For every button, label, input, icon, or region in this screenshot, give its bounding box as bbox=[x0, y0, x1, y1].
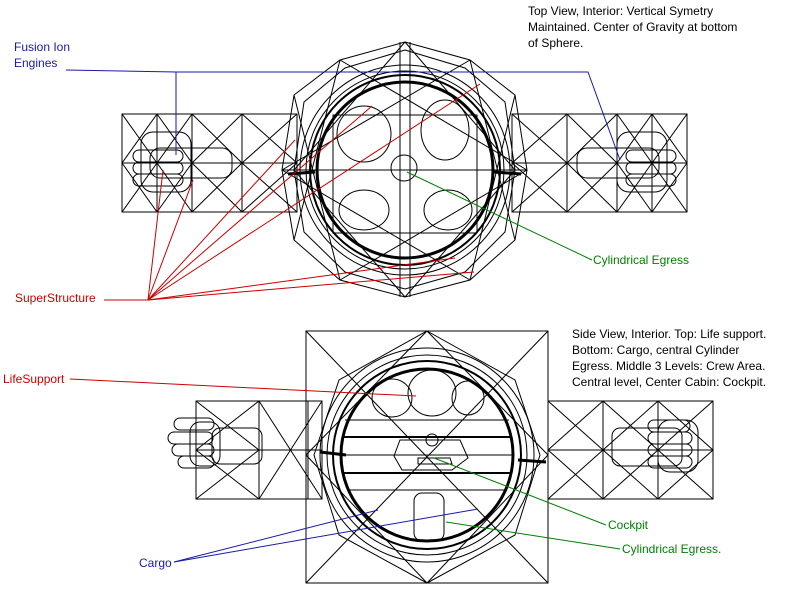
top-note-line-3: of Sphere. bbox=[528, 36, 583, 50]
side-right-truss bbox=[547, 400, 714, 500]
cockpit-label: Cockpit bbox=[608, 518, 649, 532]
top-right-engine bbox=[576, 131, 677, 193]
egress-side-label: Cylindrical Egress. bbox=[622, 542, 721, 556]
lifesupport-label: LifeSupport bbox=[3, 372, 65, 386]
side-note-line-3: Egress. Middle 3 Levels: Crew Area. bbox=[572, 359, 765, 373]
egress-top-label: Cylindrical Egress bbox=[593, 253, 689, 267]
top-note-line-2: Maintained. Center of Gravity at bottom bbox=[528, 20, 737, 34]
cockpit-leader bbox=[433, 457, 607, 526]
lifesupport-leader bbox=[69, 378, 417, 397]
side-note-line-1: Side View, Interior. Top: Life support. bbox=[572, 327, 766, 341]
top-view-note: Top View, Interior: Vertical Symetry Mai… bbox=[528, 4, 737, 50]
engines-label-line-1: Fusion Ion bbox=[14, 40, 70, 54]
egress-top-leader bbox=[406, 171, 593, 261]
side-outer-frame bbox=[305, 330, 549, 584]
fusion-engines-label: Fusion Ion Engines bbox=[14, 40, 70, 70]
top-note-line-1: Top View, Interior: Vertical Symetry bbox=[528, 4, 713, 18]
egress-side-leader bbox=[445, 521, 621, 550]
side-note-line-2: Bottom: Cargo, central Cylinder bbox=[572, 343, 739, 357]
top-left-engine bbox=[132, 131, 233, 193]
fusion-engine-leaders bbox=[65, 69, 621, 161]
top-right-truss bbox=[511, 113, 688, 213]
superstructure-label: SuperStructure bbox=[15, 291, 96, 305]
side-right-engine bbox=[611, 419, 699, 473]
side-sphere bbox=[319, 347, 547, 563]
side-view-note: Side View, Interior. Top: Life support. … bbox=[572, 327, 766, 389]
side-note-line-4: Central level, Center Cabin: Cockpit. bbox=[572, 375, 766, 389]
side-view-drawing bbox=[167, 330, 714, 584]
cargo-leaders bbox=[173, 508, 479, 563]
side-left-truss bbox=[195, 400, 323, 500]
cargo-label: Cargo bbox=[139, 556, 172, 570]
engines-label-line-2: Engines bbox=[14, 56, 57, 70]
superstructure-leaders bbox=[104, 83, 481, 301]
top-left-truss bbox=[121, 113, 298, 213]
side-left-engine bbox=[167, 417, 263, 469]
